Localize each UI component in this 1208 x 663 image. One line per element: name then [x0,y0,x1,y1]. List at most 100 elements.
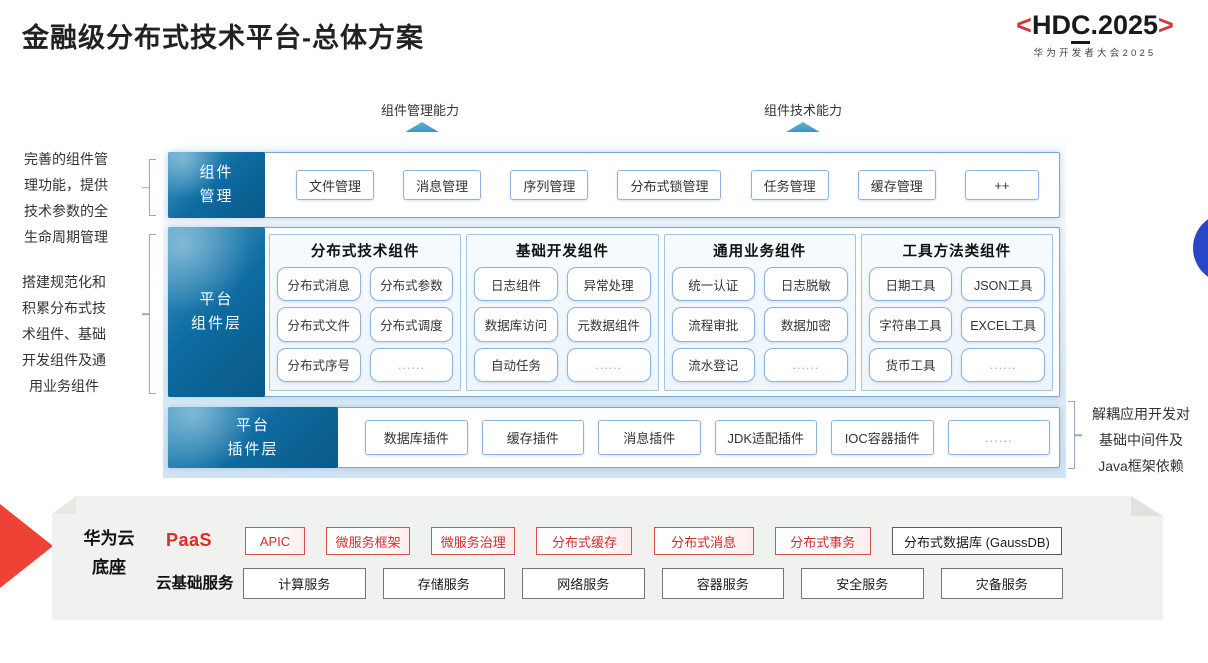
plugin-item-more: ...... [947,420,1050,455]
component-item: 日期工具 [868,267,953,302]
red-arrow-icon [0,504,53,588]
logo-subtitle: 华为开发者大会2025 [1033,48,1157,59]
management-items: 文件管理 消息管理 序列管理 分布式锁管理 任务管理 缓存管理 ++ [296,170,1039,200]
hdc-logo-wordmark: <HDC.2025> [986,10,1204,44]
component-item-more: ...... [566,347,651,382]
iaas-item: 容器服务 [662,568,785,599]
arrow-label-technology: 组件技术能力 [763,103,842,118]
paas-item: APIC [245,527,305,555]
management-item: 文件管理 [296,170,375,200]
component-item: 流程审批 [671,307,756,342]
paas-item-gaussdb: 分布式数据库 (GaussDB) [892,527,1062,555]
plugin-items: 数据库插件 缓存插件 消息插件 JDK适配插件 IOC容器插件 ...... [365,420,1050,455]
bevel-decoration [52,496,76,514]
paas-label: PaaS [166,530,213,550]
arrow-label-management: 组件管理能力 [380,103,459,118]
row-label-platform-components: 平台 组件层 [168,227,265,397]
component-item: 分布式文件 [277,307,361,342]
paas-services: APIC 微服务框架 微服务治理 分布式缓存 分布式消息 分布式事务 分布式数据… [245,527,1062,555]
iaas-item: 计算服务 [243,568,366,599]
row-label-line: 平台 [199,291,234,308]
plugin-item: 数据库插件 [365,420,468,455]
row-platform-components: 平台 组件层 分布式技术组件 分布式消息 分布式参数 分布式文件 分布式调度 分… [168,227,1060,397]
component-item: EXCEL工具 [961,307,1045,342]
paas-item: 分布式事务 [775,527,871,555]
panel-header: 分布式技术组件 [310,243,420,260]
component-item-more: ...... [764,347,848,382]
logo-text-pre: HD [1031,10,1071,40]
panel-header: 基础开发组件 [515,243,609,260]
management-item: 任务管理 [750,170,829,200]
note-left-top: 完善的组件管理功能，提供技术参数的全生命周期管理 [24,151,108,245]
logo-bracket-right: > [1158,10,1174,40]
component-item: JSON工具 [961,267,1045,302]
component-item: 数据库访问 [474,307,558,342]
component-item: 异常处理 [566,267,651,302]
row-label-line: 平台 [235,416,270,434]
paas-item: 微服务治理 [431,527,515,555]
logo-text-c: C [1070,10,1091,44]
paas-item: 分布式消息 [654,527,754,555]
bracket-connector-left-1 [149,159,156,216]
component-item: 分布式调度 [369,307,454,342]
row-label-line: 组件 [199,164,234,181]
logo-text-post: .2025 [1090,10,1159,40]
iaas-item: 存储服务 [383,568,506,599]
page-title: 金融级分布式技术平台-总体方案 [22,23,424,53]
component-item: 分布式消息 [277,267,361,302]
blue-circle-decoration [1193,213,1208,283]
panel-common-business: 通用业务组件 统一认证 日志脱敏 流程审批 数据加密 流水登记 ...... [663,234,856,391]
iaas-item: 网络服务 [522,568,645,599]
component-item: 分布式序号 [277,347,361,382]
iaas-services: 计算服务 存储服务 网络服务 容器服务 安全服务 灾备服务 [243,568,1063,599]
component-item: 元数据组件 [566,307,651,342]
component-panels: 分布式技术组件 分布式消息 分布式参数 分布式文件 分布式调度 分布式序号 ..… [269,234,1053,391]
panel-items: 统一认证 日志脱敏 流程审批 数据加密 流水登记 ...... [665,265,855,390]
plugin-item: JDK适配插件 [714,420,817,455]
huawei-cloud-base-line: 华为云 [83,529,135,548]
management-item: 序列管理 [510,170,589,200]
panel-header: 工具方法类组件 [902,243,1012,260]
panel-distributed-tech: 分布式技术组件 分布式消息 分布式参数 分布式文件 分布式调度 分布式序号 ..… [269,234,462,391]
panel-items: 日期工具 JSON工具 字符串工具 EXCEL工具 货币工具 ...... [862,265,1052,390]
component-item-more: ...... [961,347,1045,382]
paas-item: 微服务框架 [326,527,410,555]
row-platform-plugins: 平台 插件层 数据库插件 缓存插件 消息插件 JDK适配插件 IOC容器插件 .… [168,407,1060,468]
component-item: 货币工具 [868,347,953,382]
huawei-cloud-base-line: 底座 [92,557,126,577]
bevel-decoration [1131,496,1163,516]
row-label-line: 组件层 [190,315,242,332]
component-item: 字符串工具 [868,307,953,342]
panel-items: 分布式消息 分布式参数 分布式文件 分布式调度 分布式序号 ...... [270,265,460,390]
note-right: 解耦应用开发对基础中间件及Java框架依赖 [1092,406,1190,474]
plugin-item: 消息插件 [598,420,701,455]
component-item-more: ...... [369,347,454,382]
component-item: 日志脱敏 [764,267,848,302]
plugin-item: 缓存插件 [481,420,584,455]
row-label-line: 插件层 [227,440,279,458]
iaas-item: 安全服务 [801,568,924,599]
management-item-more: ++ [964,170,1039,200]
row-label-line: 管理 [199,188,234,205]
component-item: 统一认证 [671,267,756,302]
component-item: 分布式参数 [369,267,454,302]
panel-items: 日志组件 异常处理 数据库访问 元数据组件 自动任务 ...... [467,265,657,390]
bracket-connector-right [1068,401,1075,469]
component-item: 日志组件 [474,267,558,302]
huawei-cloud-base-label: 华为云 底座 [74,525,144,583]
component-item: 数据加密 [764,307,848,342]
management-item: 消息管理 [403,170,482,200]
hdc-logo: <HDC.2025> 华为开发者大会2025 [986,10,1204,59]
plugin-item: IOC容器插件 [831,420,934,455]
panel-basic-dev: 基础开发组件 日志组件 异常处理 数据库访问 元数据组件 自动任务 ...... [466,234,659,391]
cloud-basic-services-label: 云基础服务 [156,575,234,592]
row-label-platform-plugins: 平台 插件层 [168,407,338,468]
management-item: 分布式锁管理 [617,170,722,200]
panel-tool-methods: 工具方法类组件 日期工具 JSON工具 字符串工具 EXCEL工具 货币工具 .… [860,234,1053,391]
row-component-management: 组件 管理 文件管理 消息管理 序列管理 分布式锁管理 任务管理 缓存管理 ++ [168,152,1060,218]
bracket-connector-left-2 [149,234,156,394]
row-label-component-management: 组件 管理 [168,152,265,218]
logo-bracket-left: < [1016,10,1032,40]
component-item: 流水登记 [671,347,756,382]
